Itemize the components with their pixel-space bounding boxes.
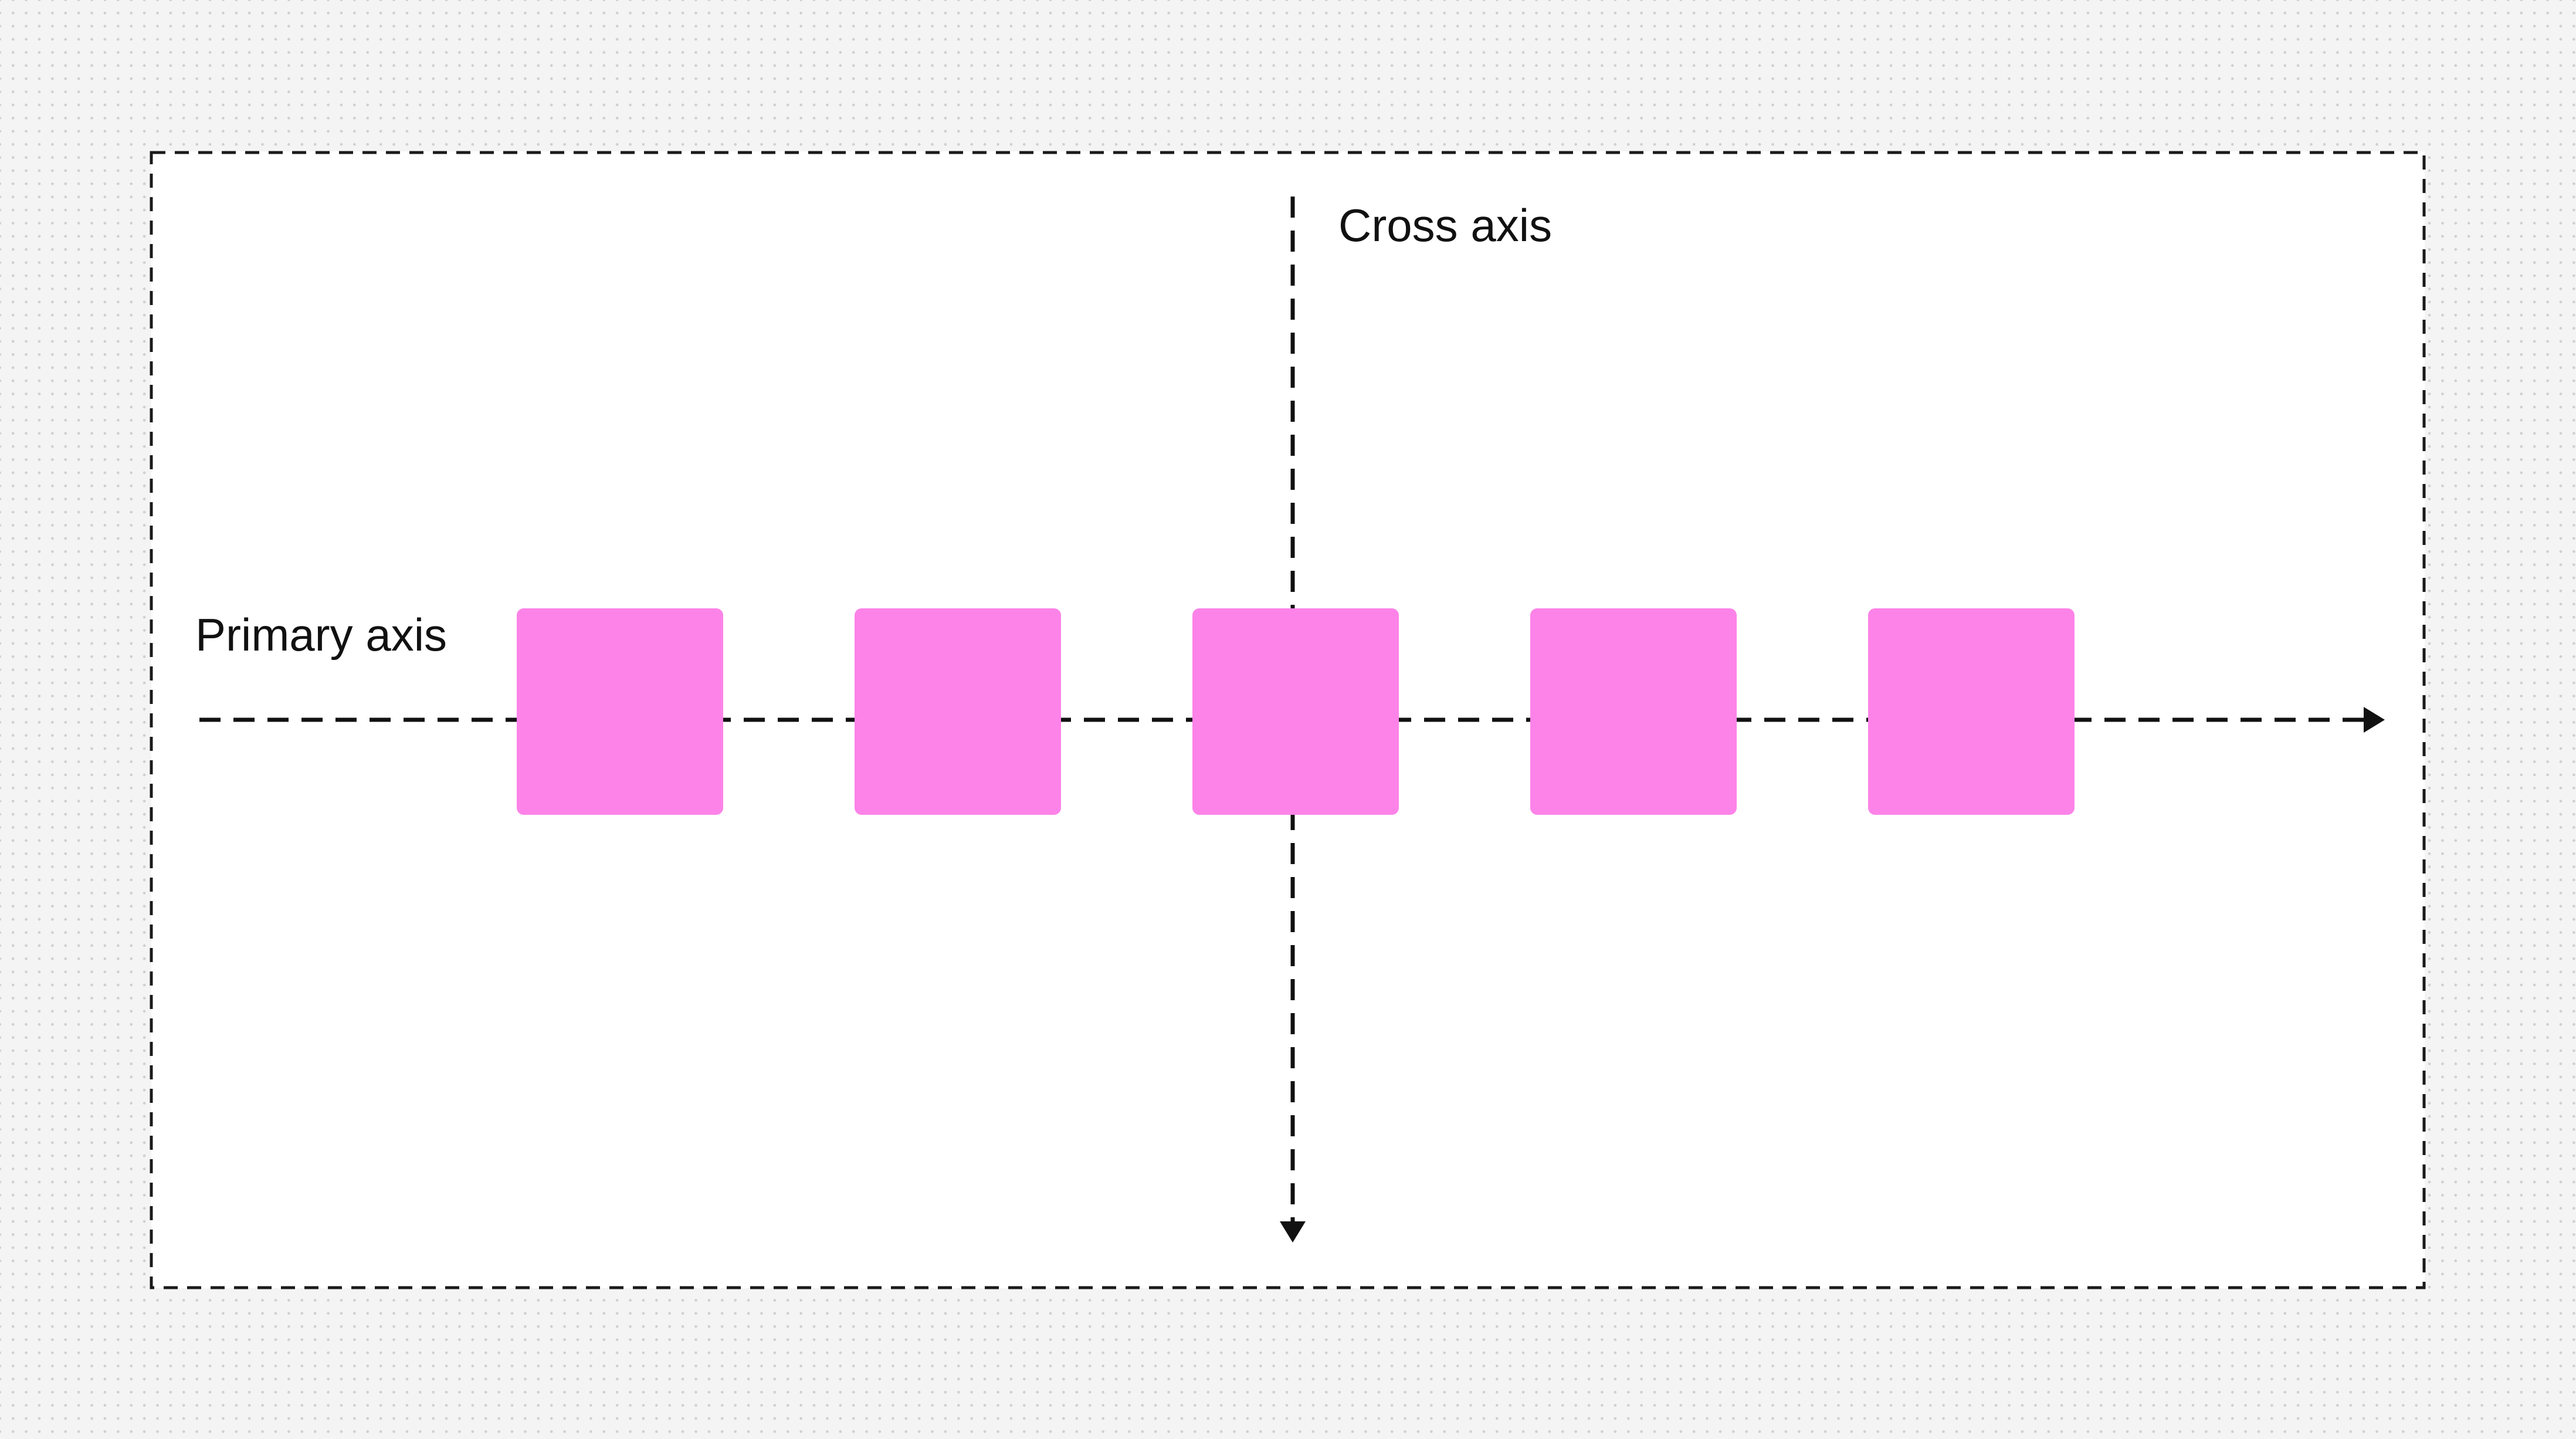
cross-axis-arrowhead — [1280, 1221, 1306, 1242]
primary-axis-arrowhead — [2364, 707, 2385, 733]
item-3[interactable] — [1192, 608, 1399, 815]
item-4[interactable] — [1530, 608, 1737, 815]
item-5[interactable] — [1868, 608, 2075, 815]
item-2[interactable] — [855, 608, 1061, 815]
primary-axis-label: Primary axis — [195, 609, 448, 661]
item-1[interactable] — [517, 608, 723, 815]
frame-border — [150, 151, 2426, 1289]
cross-axis-label: Cross axis — [1338, 199, 1553, 251]
